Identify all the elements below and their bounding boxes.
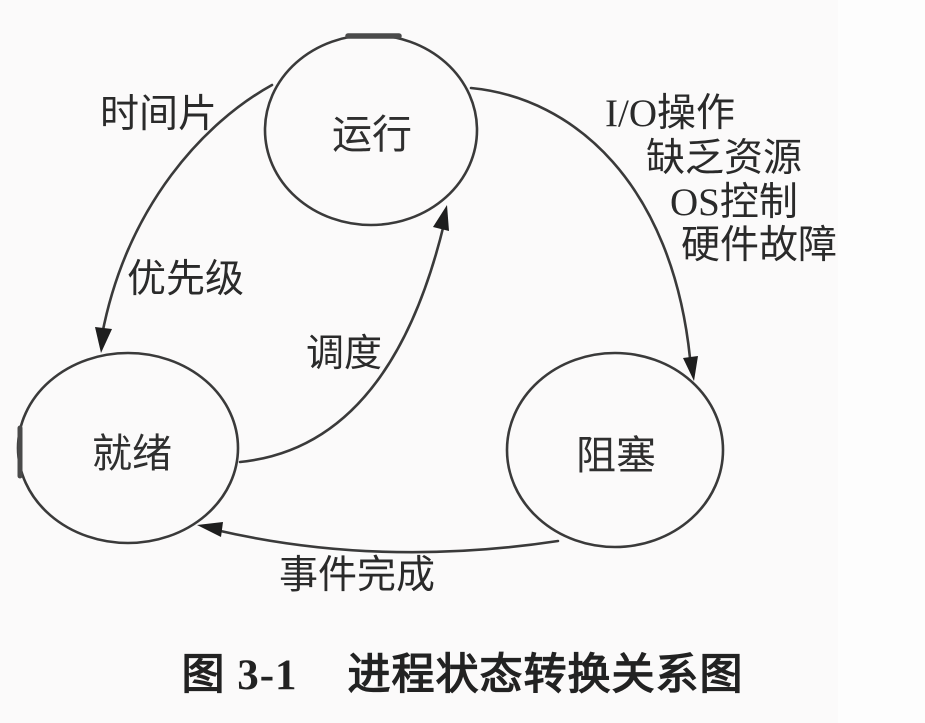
transition-label-priority: 优先级 [127,258,245,301]
transition-label-lack-of-resources: 缺乏资源 [646,137,803,180]
arc-running-to-ready [100,83,274,337]
figure-caption-number: 图 3-1 [181,652,298,699]
transition-label-os-control: OS控制 [670,181,798,224]
page-edge-strip [838,0,925,723]
state-label-blocked: 阻塞 [576,433,656,478]
state-label-ready: 就绪 [92,431,172,476]
transition-label-time-slice: 时间片 [100,93,218,136]
arc-blocked-to-ready [214,528,560,554]
transition-label-hardware-fault: 硬件故障 [681,224,838,267]
arrowhead-to-running-bottom [433,205,449,231]
transition-label-dispatch: 调度 [306,333,383,375]
figure-caption: 图 3-1 进程状态转换关系图 [0,640,925,702]
arrowhead-to-ready-bottomright [197,522,223,537]
arc-ready-to-running [238,222,446,464]
figure-caption-title: 进程状态转换关系图 [347,652,744,699]
state-label-running: 运行 [332,112,412,157]
transition-label-io-operation: I/O操作 [605,92,735,135]
arrowhead-to-ready-top [95,327,112,353]
transition-label-event-complete: 事件完成 [279,554,436,597]
arc-running-to-blocked [469,86,692,360]
state-node-blocked [505,351,725,549]
arrowhead-to-blocked-top [683,356,698,381]
